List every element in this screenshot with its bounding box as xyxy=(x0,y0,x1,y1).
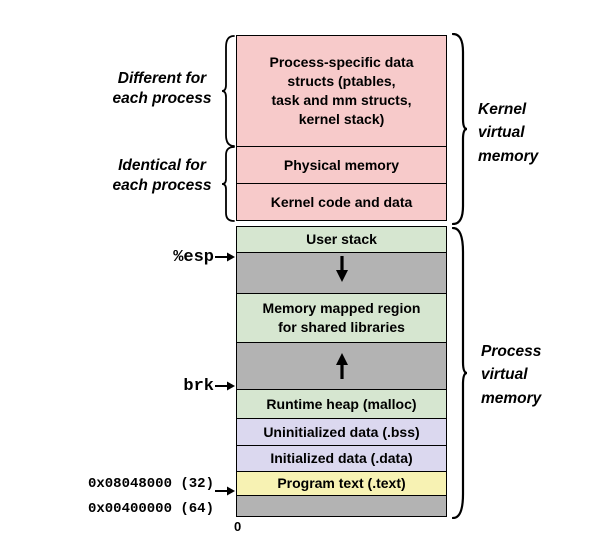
kernel-virtual-memory-label: Kernel virtual memory xyxy=(478,101,539,165)
identical-for-each-process-label: Identical for each process xyxy=(112,157,212,195)
esp-register-label: %esp xyxy=(173,248,214,267)
program-text-box: Program text (.text) xyxy=(236,471,447,496)
kernel-box-physical-memory: Physical memory xyxy=(236,146,447,184)
kernel-memory-column: Process-specific data structs (ptables, … xyxy=(236,35,447,221)
heap-growth-region xyxy=(236,342,447,390)
identical-brace xyxy=(221,146,235,222)
kernel-virtual-memory-brace xyxy=(452,33,468,225)
user-stack-box: User stack xyxy=(236,226,447,253)
brk-pointer-label: brk xyxy=(183,377,214,396)
stack-grows-down-arrow-icon xyxy=(335,256,348,282)
address-zero-label: 0 xyxy=(234,519,242,534)
text-start-address-64-label: 0x00400000 (64) xyxy=(87,501,214,517)
brk-arrow-icon xyxy=(215,381,235,391)
text-start-arrow-icon xyxy=(215,486,235,496)
stack-growth-region xyxy=(236,252,447,294)
runtime-heap-box: Runtime heap (malloc) xyxy=(236,389,447,419)
different-for-each-process-label: Different for each process xyxy=(112,70,212,108)
text-start-address-32-label: 0x08048000 (32) xyxy=(87,476,214,492)
esp-arrow-icon xyxy=(215,252,235,262)
process-virtual-memory-brace xyxy=(452,227,468,519)
memory-mapped-region-box: Memory mapped region for shared librarie… xyxy=(236,293,447,343)
uninitialized-data-bss-box: Uninitialized data (.bss) xyxy=(236,418,447,446)
heap-grows-up-arrow-icon xyxy=(335,353,348,379)
initialized-data-box: Initialized data (.data) xyxy=(236,445,447,472)
bottom-unused-region xyxy=(236,495,447,517)
different-brace xyxy=(221,35,235,147)
process-memory-column: User stack Memory mapped region for shar… xyxy=(236,226,447,517)
kernel-box-process-specific: Process-specific data structs (ptables, … xyxy=(236,35,447,147)
kernel-box-kernel-code-data: Kernel code and data xyxy=(236,183,447,221)
process-virtual-memory-label: Process virtual memory xyxy=(481,343,542,407)
